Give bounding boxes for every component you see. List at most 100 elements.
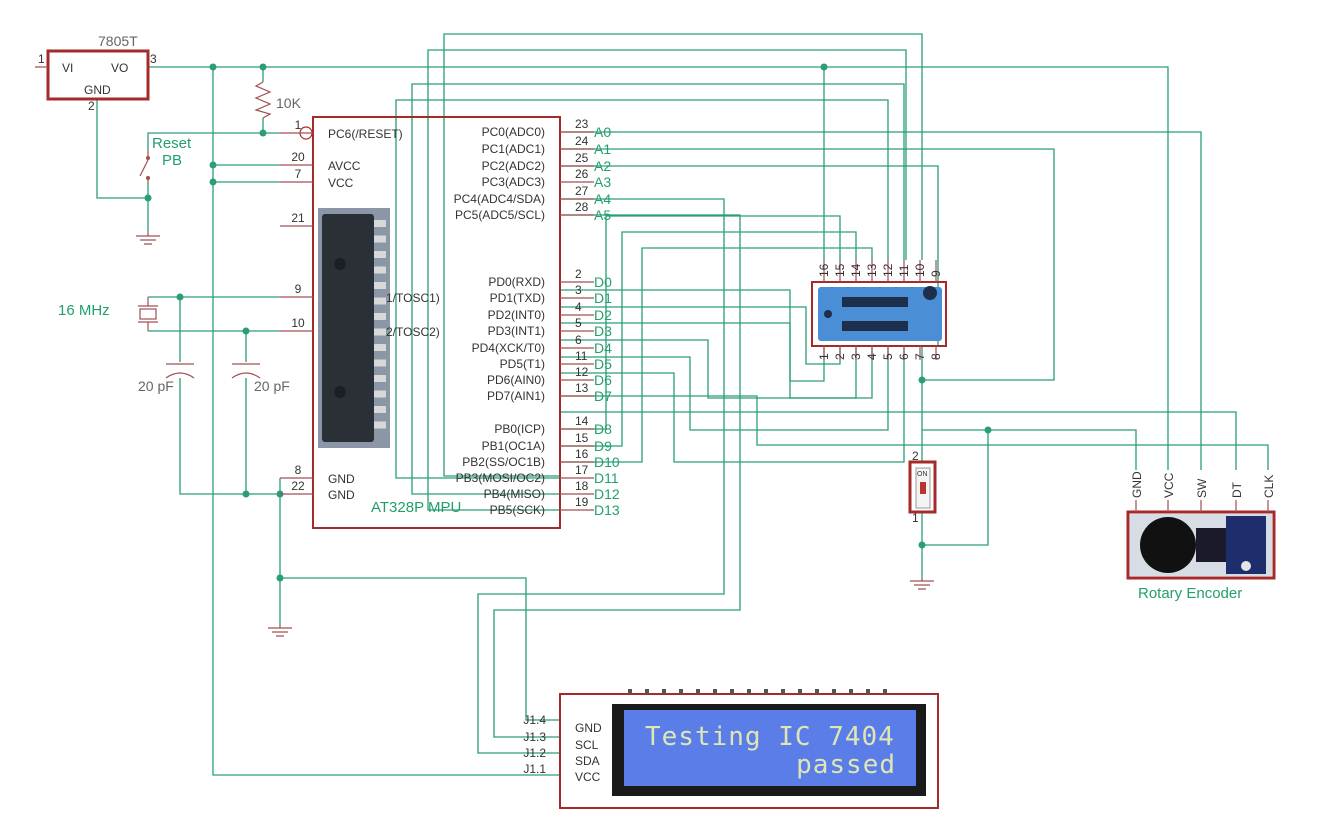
lcd-screen <box>624 710 916 786</box>
mcu-pin-number: 26 <box>575 167 589 181</box>
socket-pin-number: 7 <box>913 353 927 360</box>
encoder-title: Rotary Encoder <box>1138 585 1242 602</box>
mcu-pin-number: 15 <box>575 431 589 445</box>
mcu-pin-name: PD1(TXD) <box>490 291 545 305</box>
reg-gnd-wire <box>96 100 149 232</box>
mcu-pin-number: 5 <box>575 316 582 330</box>
encoder-pin-label: DT <box>1230 481 1244 498</box>
mcu-pin-number: 8 <box>295 463 302 477</box>
mcu-signal-label: A2 <box>594 158 611 174</box>
d5-wire <box>560 346 889 431</box>
lcd-header-pin <box>883 689 887 694</box>
chip-leg <box>374 266 386 274</box>
socket-pin-number: 8 <box>929 353 943 360</box>
cap1-value: 20 pF <box>138 378 174 394</box>
chip-leg <box>374 406 386 413</box>
socket-pin-number: 13 <box>865 263 879 277</box>
cap-plate-curved <box>165 372 195 379</box>
d6-wire <box>560 346 905 463</box>
mcu-pin-number: 21 <box>291 211 305 225</box>
cap-plate-curved <box>231 372 261 379</box>
lcd-line1: Testing IC 7404 <box>645 722 895 752</box>
chip-leg <box>374 359 386 367</box>
lcd-pin-ref: J1.2 <box>523 746 546 760</box>
mcu-signal-label: D7 <box>594 388 612 404</box>
capacitor-1: 20 pF <box>138 363 195 394</box>
mcu-pin-name: 1/TOSC1) <box>386 291 440 305</box>
chip-leg <box>374 282 386 289</box>
reset-contact <box>146 176 150 180</box>
mcu-signal-label: D9 <box>594 438 612 454</box>
mcu-pin-number: 28 <box>575 200 589 214</box>
socket-pin-number: 10 <box>913 263 927 277</box>
mcu-pin-number: 6 <box>575 333 582 347</box>
junction <box>176 293 184 301</box>
junction <box>144 194 152 202</box>
resistor-symbol <box>254 81 272 119</box>
mcu-signal-label: D5 <box>594 356 612 372</box>
chip-leg <box>374 235 386 243</box>
mcu-signal-label: A4 <box>594 191 611 207</box>
switch-frame <box>908 460 937 514</box>
lcd-header-pins <box>628 689 887 694</box>
regulator-pin2: 2 <box>88 99 95 113</box>
socket-pin-number: 1 <box>817 353 831 360</box>
lcd-pin-ref: J1.4 <box>523 713 546 727</box>
d10-wire <box>560 247 873 463</box>
regulator-pin1: 1 <box>38 52 45 66</box>
encoder-pin-label: CLK <box>1262 475 1276 498</box>
mcu-pin-name: PD3(INT1) <box>488 324 545 338</box>
lcd-gnd-wire <box>280 577 560 721</box>
encoder-mount-hole <box>1241 561 1251 571</box>
resistor-value: 10K <box>276 95 302 111</box>
junction <box>276 574 284 582</box>
mcu-pin-number: 11 <box>575 349 588 363</box>
socket-row <box>842 297 908 307</box>
regulator: 7805T VI VO GND 1 2 3 <box>35 33 157 113</box>
chip-leg <box>374 375 386 382</box>
mcu-pin-name: VCC <box>328 176 354 190</box>
wires <box>96 33 1269 776</box>
junction <box>259 63 267 71</box>
d9-wire <box>560 231 857 447</box>
mcu-pin-number: 4 <box>575 300 582 314</box>
regulator-name: 7805T <box>98 33 138 49</box>
mcu-pin-name: PC1(ADC1) <box>482 142 545 156</box>
mcu-pin-name: PB0(ICP) <box>494 422 545 436</box>
dip-switch: ON 2 1 <box>908 449 937 525</box>
junction <box>209 63 217 71</box>
socket-pin-number: 3 <box>849 353 863 360</box>
mcu-signal-label: A5 <box>594 207 611 223</box>
mcu-pin-name: PC0(ADC0) <box>482 125 545 139</box>
d13-wire <box>427 49 907 511</box>
reset-button: Reset PB <box>139 135 192 184</box>
chip-leg <box>374 297 386 305</box>
socket-row <box>842 321 908 331</box>
regulator-pin3: 3 <box>150 52 157 66</box>
mcu-pin-name: PB2(SS/OC1B) <box>462 455 545 469</box>
socket-pin-number: 12 <box>881 263 895 277</box>
mcu-signal-label: A1 <box>594 141 611 157</box>
regulator-gnd: GND <box>84 83 111 97</box>
mcu-signal-label: D11 <box>594 470 619 486</box>
chip-package <box>322 214 374 442</box>
mcu-pin-number: 24 <box>575 134 589 148</box>
lcd-header-pin <box>866 689 870 694</box>
mcu-signal-label: D10 <box>594 454 620 470</box>
encoder-knob-icon <box>1140 517 1196 573</box>
lcd-pin-name: VCC <box>575 770 601 784</box>
mcu-pin-name: PB1(OC1A) <box>482 439 545 453</box>
resistor-10k: 10K <box>254 81 302 119</box>
reset-label: Reset <box>152 135 192 152</box>
mcu-pin-number: 10 <box>291 316 305 330</box>
mcu-signal-label: A3 <box>594 174 611 190</box>
capacitor-2: 20 pF <box>231 363 290 394</box>
switch-on-label: ON <box>917 471 928 478</box>
socket-pin-number: 14 <box>849 263 863 277</box>
crystal-body <box>139 308 157 320</box>
mcu-signal-label: D0 <box>594 274 612 290</box>
chip-leg <box>374 313 386 320</box>
mcu-pin-number: 18 <box>575 479 589 493</box>
crystal-leads <box>138 297 158 331</box>
